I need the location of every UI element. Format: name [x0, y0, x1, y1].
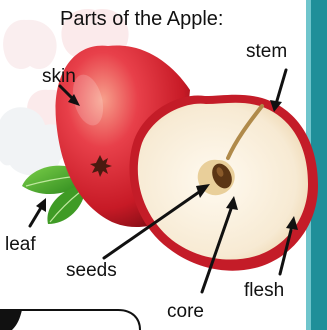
- label-flesh: flesh: [244, 281, 284, 300]
- arrow-stem: [276, 70, 286, 104]
- doodle-apple-icon: [3, 20, 57, 69]
- bottom-badge: [0, 310, 140, 330]
- label-leaf: leaf: [5, 235, 36, 254]
- label-skin: skin: [42, 67, 76, 86]
- apple-half: [129, 95, 318, 271]
- label-stem: stem: [246, 42, 287, 61]
- diagram-title: Parts of the Apple:: [60, 9, 223, 29]
- label-core: core: [167, 302, 204, 321]
- arrow-leaf: [30, 206, 42, 226]
- label-seeds: seeds: [66, 261, 117, 280]
